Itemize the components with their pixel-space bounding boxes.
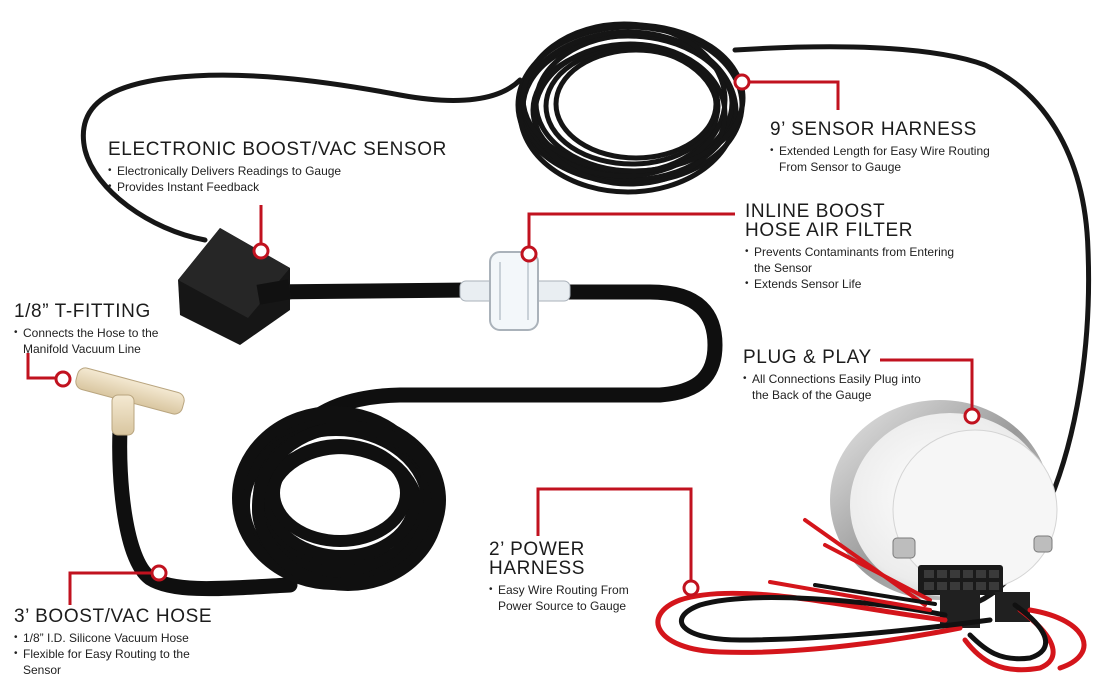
boost-vac-sensor [178,228,292,345]
callout-title-line: INLINE BOOST [745,201,886,222]
bullet-list: Connects the Hose to the Manifold Vacuum… [14,325,199,357]
bullet: Prevents Contaminants from Entering the … [745,244,960,276]
bullet: All Connections Easily Plug into the Bac… [743,371,928,403]
callout-dots [54,73,981,597]
callout-title: 2’ POWER HARNESS [489,540,639,578]
gauge [830,400,1058,628]
callout-title-line: 2’ POWER [489,539,585,560]
callout-title: 9’ SENSOR HARNESS [770,119,977,140]
bullet: Flexible for Easy Routing to the Sensor [14,646,214,678]
leader-tfitting [26,353,62,380]
bullet-list: All Connections Easily Plug into the Bac… [743,371,928,403]
callout-title-line: HOSE AIR FILTER [745,220,914,241]
callout-tfitting: 1/8” T-FITTING Connects the Hose to the … [14,302,199,357]
bullet-list: Prevents Contaminants from Entering the … [745,244,960,292]
bullet: Electronically Delivers Readings to Gaug… [108,163,447,179]
boost-hose-upper [257,282,478,300]
callout-sensor: ELECTRONIC BOOST/VAC SENSOR Electronical… [108,140,447,195]
boost-hose-loop [292,284,723,438]
bullet: Provides Instant Feedback [108,179,447,195]
callout-leaders [26,80,974,605]
callout-title: PLUG & PLAY [743,347,872,368]
bullet: 1/8” I.D. Silicone Vacuum Hose [14,630,214,646]
leader-hose [68,571,157,605]
callout-title: INLINE BOOST HOSE AIR FILTER [745,202,960,240]
bullet-list: Electronically Delivers Readings to Gaug… [108,163,447,195]
callout-power: 2’ POWER HARNESS Easy Wire Routing From … [489,540,639,614]
sensor-harness-wire [80,72,523,243]
bullet-list: Extended Length for Easy Wire Routing Fr… [770,143,1005,175]
callout-hose: 3’ BOOST/VAC HOSE 1/8” I.D. Silicone Vac… [14,607,214,678]
leader-sensor-harness [743,80,840,110]
callout-sensor-harness: 9’ SENSOR HARNESS Extended Length for Ea… [770,120,1005,175]
callout-title: 3’ BOOST/VAC HOSE [14,606,213,627]
power-harness [655,518,1087,673]
bullet: Connects the Hose to the Manifold Vacuum… [14,325,199,357]
boost-hose-lower [112,422,298,597]
sensor-harness-coil [515,21,746,195]
leader-power [536,487,693,585]
callout-title: 1/8” T-FITTING [14,301,151,322]
bullet-list: 1/8” I.D. Silicone Vacuum Hose Flexible … [14,630,214,678]
leader-filter [527,212,735,250]
t-fitting [75,367,185,436]
callout-filter: INLINE BOOST HOSE AIR FILTER Prevents Co… [745,202,960,292]
callout-title-line: HARNESS [489,558,586,579]
callout-plug: PLUG & PLAY All Connections Easily Plug … [743,348,928,403]
bullet: Easy Wire Routing From Power Source to G… [489,582,639,614]
bullet-list: Easy Wire Routing From Power Source to G… [489,582,639,614]
callout-title: ELECTRONIC BOOST/VAC SENSOR [108,139,447,160]
bullet: Extended Length for Easy Wire Routing Fr… [770,143,1005,175]
leader-plug [880,358,974,412]
inline-air-filter [459,251,571,331]
bullet: Extends Sensor Life [745,276,960,292]
boost-hose-coil [232,406,446,591]
